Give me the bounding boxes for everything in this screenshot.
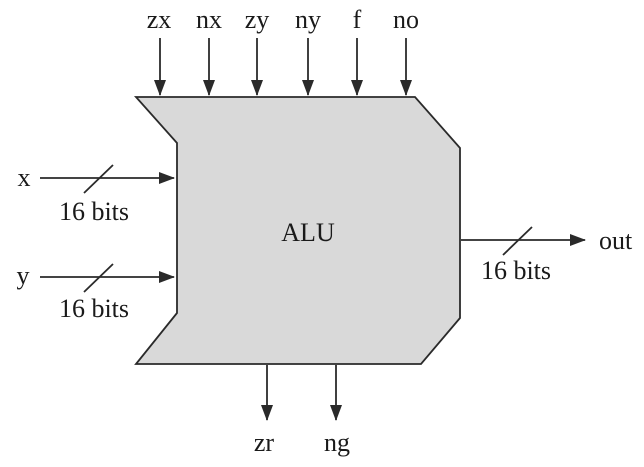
bus-slash-out <box>502 226 533 256</box>
bus-width-label-y: 16 bits <box>59 294 129 323</box>
bottom-output-label-zr: zr <box>254 428 275 457</box>
left-input-label-x: x <box>18 163 31 192</box>
bus-width-label-out: 16 bits <box>481 256 551 285</box>
top-input-label-no: no <box>393 5 419 34</box>
top-input-label-ny: ny <box>295 5 321 34</box>
top-input-label-zx: zx <box>147 5 172 34</box>
bus-width-label-x: 16 bits <box>59 197 129 226</box>
bus-slash-y <box>83 263 114 293</box>
top-input-label-f: f <box>353 5 362 34</box>
top-input-label-nx: nx <box>196 5 222 34</box>
top-input-label-zy: zy <box>245 5 270 34</box>
alu-body <box>133 96 461 365</box>
output-label-out: out <box>599 226 633 255</box>
alu-title: ALU <box>281 218 335 247</box>
bus-slash-x <box>83 164 114 194</box>
bottom-output-label-ng: ng <box>324 428 350 457</box>
left-input-label-y: y <box>17 261 30 290</box>
